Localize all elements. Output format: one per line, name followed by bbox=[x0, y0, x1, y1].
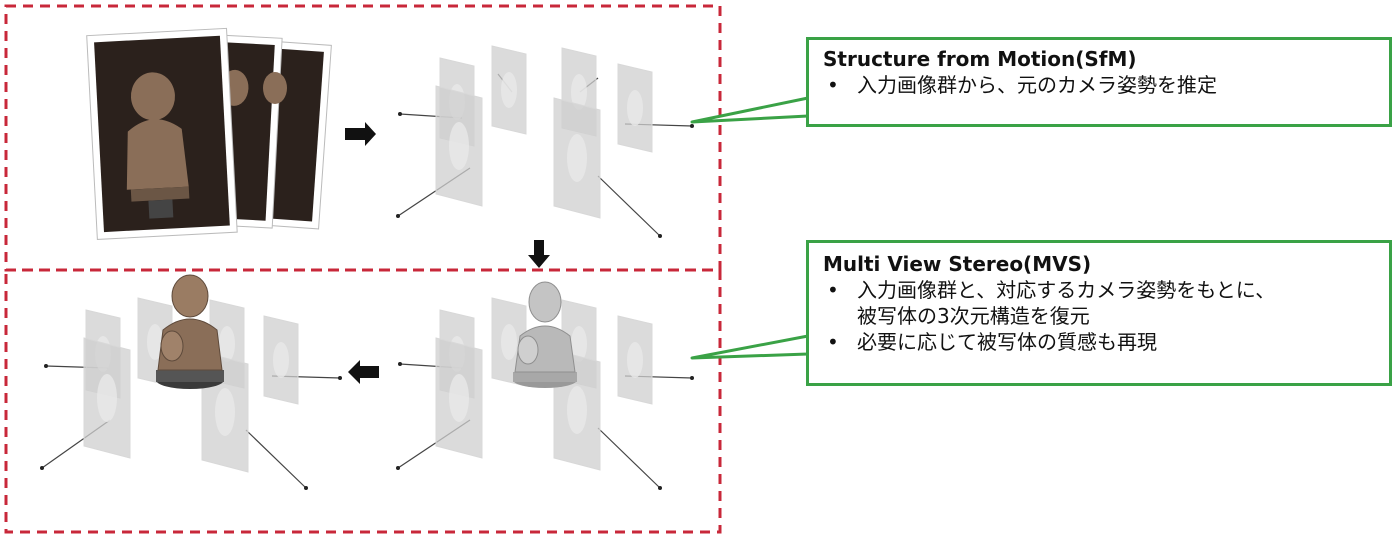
arrow-down-icon bbox=[528, 240, 550, 268]
mvs-callout-tail bbox=[690, 334, 810, 360]
bullet-icon: • bbox=[827, 330, 839, 354]
statue-photo-icon bbox=[86, 27, 332, 240]
mvs-bullet-list: •入力画像群と、対応するカメラ姿勢をもとに、 被写体の3次元構造を復元 •必要に… bbox=[823, 277, 1375, 355]
mvs-dashed-frame bbox=[4, 268, 722, 534]
mvs-mesh-scene bbox=[396, 281, 694, 490]
mvs-bullet-1-continuation: 被写体の3次元構造を復元 bbox=[857, 304, 1090, 328]
mesh-statue-icon bbox=[513, 281, 577, 388]
mvs-bullet-1: •入力画像群と、対応するカメラ姿勢をもとに、 bbox=[827, 278, 1276, 302]
sfm-bullet-list: •入力画像群から、元のカメラ姿勢を推定 bbox=[823, 72, 1375, 98]
mvs-title: Multi View Stereo(MVS) bbox=[823, 252, 1092, 276]
bullet-icon: • bbox=[827, 278, 839, 302]
arrow-left-icon bbox=[348, 360, 379, 384]
sfm-bullet-1: •入力画像群から、元のカメラ姿勢を推定 bbox=[827, 73, 1217, 97]
sfm-title: Structure from Motion(SfM) bbox=[823, 47, 1137, 71]
mvs-callout: Multi View Stereo(MVS) •入力画像群と、対応するカメラ姿勢… bbox=[806, 240, 1392, 386]
arrow-right-icon bbox=[345, 122, 376, 146]
bullet-icon: • bbox=[827, 73, 839, 97]
mvs-bullet-2: •必要に応じて被写体の質感も再現 bbox=[827, 330, 1157, 354]
textured-statue-icon bbox=[156, 274, 224, 389]
sfm-callout-tail bbox=[690, 96, 810, 124]
mvs-textured-scene bbox=[40, 274, 342, 490]
sfm-callout: Structure from Motion(SfM) •入力画像群から、元のカメ… bbox=[806, 37, 1392, 127]
sfm-camera-scene bbox=[396, 45, 694, 238]
